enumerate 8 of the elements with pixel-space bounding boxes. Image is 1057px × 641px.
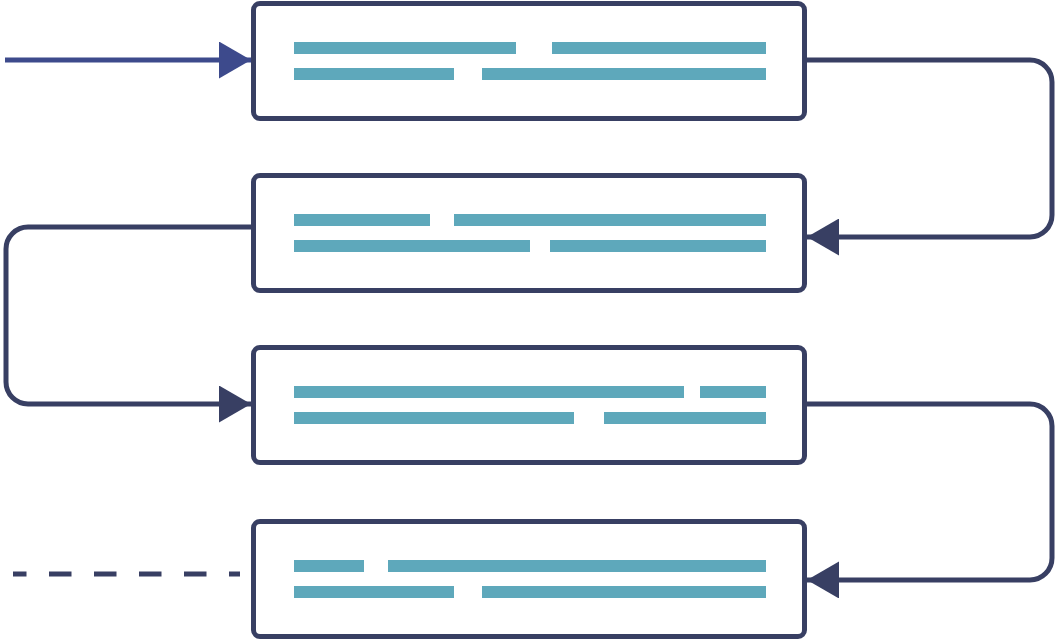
arrow — [5, 41, 251, 79]
process-box — [251, 519, 807, 639]
process-box — [251, 1, 807, 121]
arrow — [807, 57, 1055, 256]
process-box — [251, 173, 807, 293]
arrow — [807, 401, 1055, 599]
process-box — [251, 345, 807, 465]
arrow — [3, 224, 251, 423]
